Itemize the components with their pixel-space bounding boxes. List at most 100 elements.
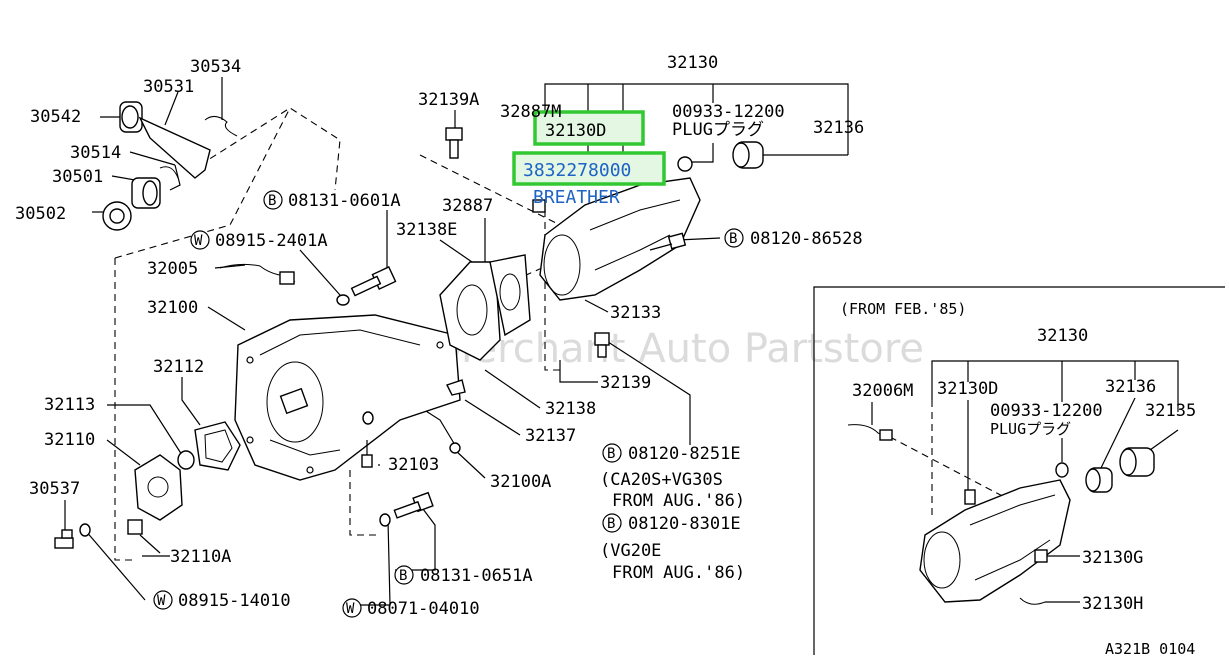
bolt-symbol-1: B [268,193,276,209]
highlight-note-breather: BREATHER [533,187,620,208]
bolt-symbol-2: B [729,231,737,247]
inset-label-32130: 32130 [1037,326,1088,346]
clutch-housing [234,314,461,481]
label-30501: 30501 [52,167,103,187]
note-from-aug-2: FROM AUG.'86) [612,563,745,583]
washer-symbol-1: W [194,233,203,249]
label-08131-0651a: 08131-0651A [420,566,533,586]
label-32137: 32137 [525,426,576,446]
label-32110: 32110 [44,430,95,450]
drawn-parts [54,101,764,549]
withdrawal-lever [138,116,211,179]
bolt-08120-86528 [649,232,687,251]
highlight-box-32130d [533,110,645,146]
bearing-ring [102,201,132,231]
label-30542: 30542 [30,107,81,127]
inset-bushing-32136 [1085,467,1113,493]
label-32100a: 32100A [490,472,551,492]
label-30534: 30534 [190,57,241,77]
label-32130: 32130 [667,53,718,73]
main-labels: 30534 30531 30542 30514 30501 30502 3213… [15,53,864,619]
note-ca20s: (CA20S+VG30S [600,470,723,490]
note-vg20e: (VG20E [600,541,661,561]
bolt-symbol-3: B [607,446,615,462]
adapter-plate [439,261,501,361]
bolt-symbol-5: B [399,568,407,584]
label-32113: 32113 [44,395,95,415]
label-32887: 32887 [442,196,493,216]
inset-label-plug: PLUGプラグ [990,420,1071,438]
label-32133: 32133 [610,303,661,323]
note-from-aug-1: FROM AUG.'86) [612,491,745,511]
label-08915-14010: 08915-14010 [178,591,291,611]
washer-symbol-2: W [157,593,166,609]
retaining-spring [204,116,238,137]
inset-label-32006m: 32006M [852,381,913,401]
label-32112: 32112 [153,357,204,377]
washer-symbol-3: W [346,601,355,617]
bolt-32110a [127,519,143,535]
bolt-symbol-4: B [607,516,615,532]
label-32138e: 32138E [396,220,457,240]
inset-extension-housing [919,479,1071,603]
bushing-32136 [732,141,764,169]
bearing-sleeve [131,177,161,209]
label-08120-86528: 08120-86528 [750,229,863,249]
gasket-32887 [489,254,531,337]
inset-label-32130d: 32130D [937,379,998,399]
label-08915-2401a: 08915-2401A [215,231,328,251]
highlight-label-32130d: 32130D [545,121,606,141]
inset-seal-32135 [1119,447,1155,477]
inset-label-32130h: 32130H [1082,594,1143,614]
sensor-32137 [446,379,466,396]
label-32139: 32139 [600,373,651,393]
plug-00933 [677,156,693,172]
label-32005: 32005 [147,259,198,279]
label-32138: 32138 [545,399,596,419]
label-30531: 30531 [143,77,194,97]
label-08071-04010: 08071-04010 [367,599,480,619]
inset-panel: (FROM FEB.'85) 32130 32006M 32130D 32136… [813,286,1225,655]
washer [336,294,350,306]
inset-label-32136: 32136 [1105,377,1156,397]
breather [532,199,546,213]
highlight-boxes [512,110,666,186]
bolt-32139 [594,332,610,358]
gasket-32112 [194,421,241,471]
sensor-plug [279,271,295,285]
seal-32113 [177,450,195,470]
inset-label-32135: 32135 [1145,401,1196,421]
label-plug: PLUGプラグ [672,120,764,140]
washer-08915-14010 [79,523,91,537]
bolt-32139a [445,127,463,159]
highlight-label-3832278000: 3832278000 [523,160,631,181]
label-32887m: 32887M [500,102,561,122]
bolt-30537 [54,529,74,549]
label-32103: 32103 [388,455,439,475]
label-32100: 32100 [147,298,198,318]
spring-clip [159,166,179,179]
label-08120-8251e: 08120-8251E [628,444,741,464]
figure-code: A321B 0104 [1105,640,1195,658]
label-32139a: 32139A [418,90,479,110]
label-08131-0601a: 08131-0601A [288,191,401,211]
inset-from-note: (FROM FEB.'85) [840,300,966,318]
label-32136: 32136 [813,118,864,138]
pin-32103 [361,440,373,468]
label-08120-8301e: 08120-8301E [628,514,741,534]
inset-label-00933: 00933-12200 [990,401,1103,421]
bolt-08131-0651a [393,491,434,519]
highlight-box-3832278000 [512,151,666,186]
washer-32100 [362,411,374,425]
washer-08071 [379,513,391,527]
release-bearing [119,101,143,133]
label-30502: 30502 [15,204,66,224]
leader-lines [64,77,849,606]
plug-32100a [449,442,461,454]
label-30514: 30514 [70,143,121,163]
label-30537: 30537 [29,479,80,499]
front-cover [134,454,183,521]
bolt-08131-0601a [350,266,397,297]
label-00933: 00933-12200 [672,102,785,122]
